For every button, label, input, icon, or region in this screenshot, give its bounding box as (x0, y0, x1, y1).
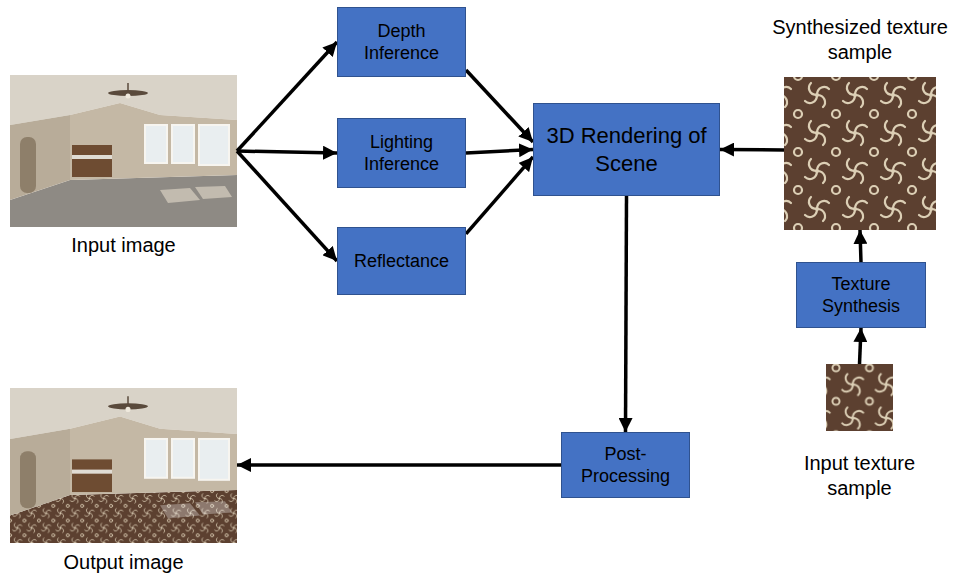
flow-arrow (237, 463, 561, 467)
process-box: Texture Synthesis (796, 262, 926, 328)
box-label: Post-Processing (570, 443, 681, 488)
image-caption: Input texture sample (785, 451, 935, 501)
process-box: Post-Processing (561, 432, 690, 498)
flow-arrow (237, 42, 337, 151)
flow-arrow (860, 230, 861, 262)
flow-arrow (720, 148, 784, 152)
box-label: Reflectance (354, 250, 449, 273)
process-box: 3D Rendering of Scene (533, 103, 720, 196)
image-panel: Input texture sample (826, 364, 893, 431)
flow-arrow (237, 151, 337, 261)
image-caption: Output image (24, 550, 224, 575)
box-label: Lighting Inference (346, 131, 457, 176)
image-caption: Synthesized texture sample (745, 15, 964, 65)
flow-arrow (466, 70, 533, 142)
flow-arrow (466, 157, 533, 234)
flow-arrow (860, 328, 862, 364)
image-panel: Synthesized texture sample (784, 77, 936, 230)
box-label: Depth Inference (346, 20, 457, 65)
process-box: Depth Inference (337, 7, 466, 77)
image-caption: Input image (24, 233, 224, 258)
process-box: Reflectance (337, 227, 466, 295)
process-box: Lighting Inference (337, 118, 466, 188)
flow-arrow (466, 150, 533, 154)
flow-arrow (237, 151, 337, 153)
image-panel: Input image (10, 75, 237, 227)
box-label: 3D Rendering of Scene (542, 122, 711, 177)
box-label: Texture Synthesis (805, 273, 917, 318)
image-panel: Output image (10, 388, 237, 543)
flow-arrow (626, 196, 627, 432)
